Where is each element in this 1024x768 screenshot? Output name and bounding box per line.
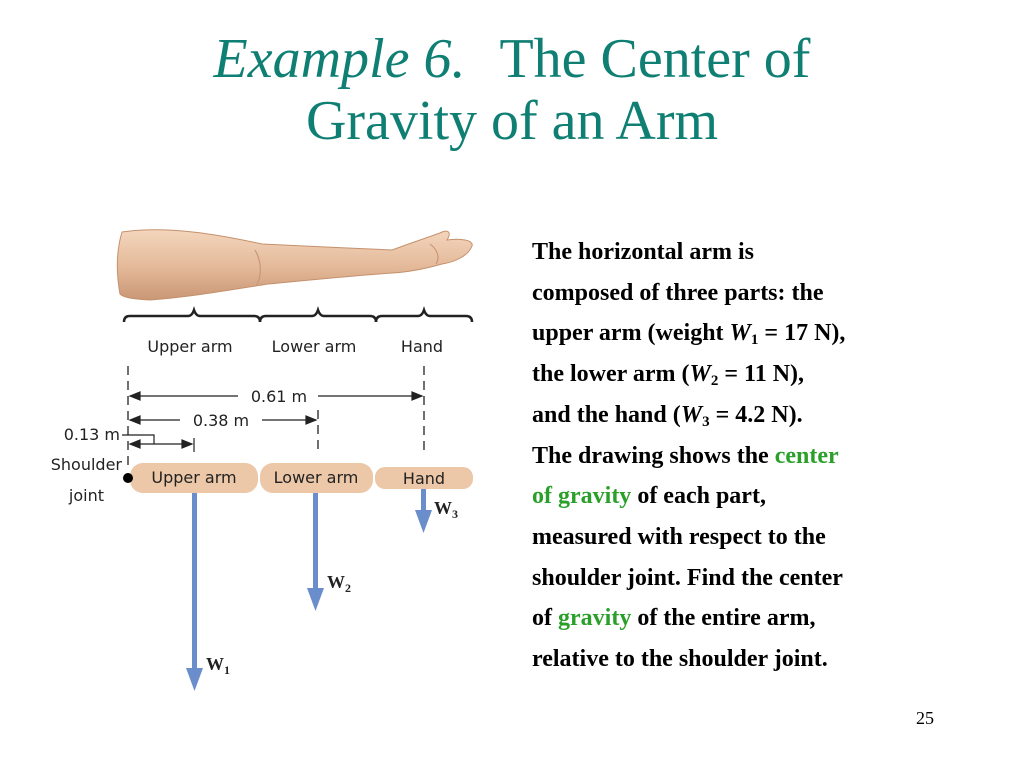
segment-lower-arm xyxy=(260,463,373,493)
weight-arrows xyxy=(186,489,432,691)
segment-braces xyxy=(122,306,474,323)
segment-label-lower-arm: Lower arm xyxy=(274,468,359,487)
text-line: The drawing shows the center xyxy=(532,442,839,469)
text-line: upper arm (weight W1 = 17 N), xyxy=(532,320,846,349)
dimension-label-061: 0.61 m xyxy=(251,387,307,406)
title-line-1: Example 6. The Center of xyxy=(0,28,1024,90)
highlight-term: center xyxy=(774,442,839,469)
arm-segments xyxy=(123,463,473,493)
text-line: shoulder joint. Find the center xyxy=(532,564,843,591)
text-line: and the hand (W3 = 4.2 N). xyxy=(532,401,803,430)
segment-label-hand: Hand xyxy=(403,469,445,488)
text-line: The horizontal arm is xyxy=(532,239,754,265)
brace-label-upper-arm: Upper arm xyxy=(147,337,232,356)
weight-arrow-w3 xyxy=(415,489,432,533)
page-number: 25 xyxy=(916,708,934,728)
brace-hand xyxy=(374,306,474,323)
dimension-label-038: 0.38 m xyxy=(193,411,249,430)
brace-lower-arm xyxy=(258,306,378,323)
text-line: relative to the shoulder joint. xyxy=(532,646,828,673)
text-line: of gravity of the entire arm, xyxy=(532,605,816,632)
text-line: of gravity of each part, xyxy=(532,483,766,510)
slide-title: Example 6. The Center of Gravity of an Ar… xyxy=(0,28,1024,152)
title-line-2: Gravity of an Arm xyxy=(305,90,719,152)
dimension-label-013: 0.13 m xyxy=(64,425,120,444)
weight-label-w3: W3 xyxy=(434,498,458,521)
problem-statement: The horizontal arm is composed of three … xyxy=(532,232,1002,680)
brace-upper-arm xyxy=(122,306,262,323)
text-line: measured with respect to the xyxy=(532,523,826,550)
weight-label-w2: W2 xyxy=(327,572,351,595)
text-line: composed of three parts: the xyxy=(532,279,824,306)
segment-upper-arm xyxy=(130,463,258,493)
highlight-term: of gravity xyxy=(532,483,632,510)
text-line: the lower arm (W2 = 11 N), xyxy=(532,361,805,390)
weight-arrow-w2 xyxy=(307,493,324,611)
brace-label-lower-arm: Lower arm xyxy=(272,337,357,356)
title-lead: Example 6. xyxy=(213,28,466,90)
reference-lines xyxy=(127,366,425,470)
joint-label: joint xyxy=(68,486,104,505)
weight-label-w1: W1 xyxy=(206,654,230,677)
arm-illustration xyxy=(116,229,473,301)
shoulder-label: Shoulder xyxy=(51,455,123,474)
segment-hand xyxy=(375,467,473,489)
weight-arrow-w1 xyxy=(186,493,203,691)
highlight-term: gravity xyxy=(558,605,632,632)
title-main: The Center of xyxy=(499,28,811,90)
dimension-lines xyxy=(122,391,424,452)
shoulder-joint-dot xyxy=(123,473,133,483)
brace-label-hand: Hand xyxy=(401,337,443,356)
segment-label-upper-arm: Upper arm xyxy=(151,468,236,487)
